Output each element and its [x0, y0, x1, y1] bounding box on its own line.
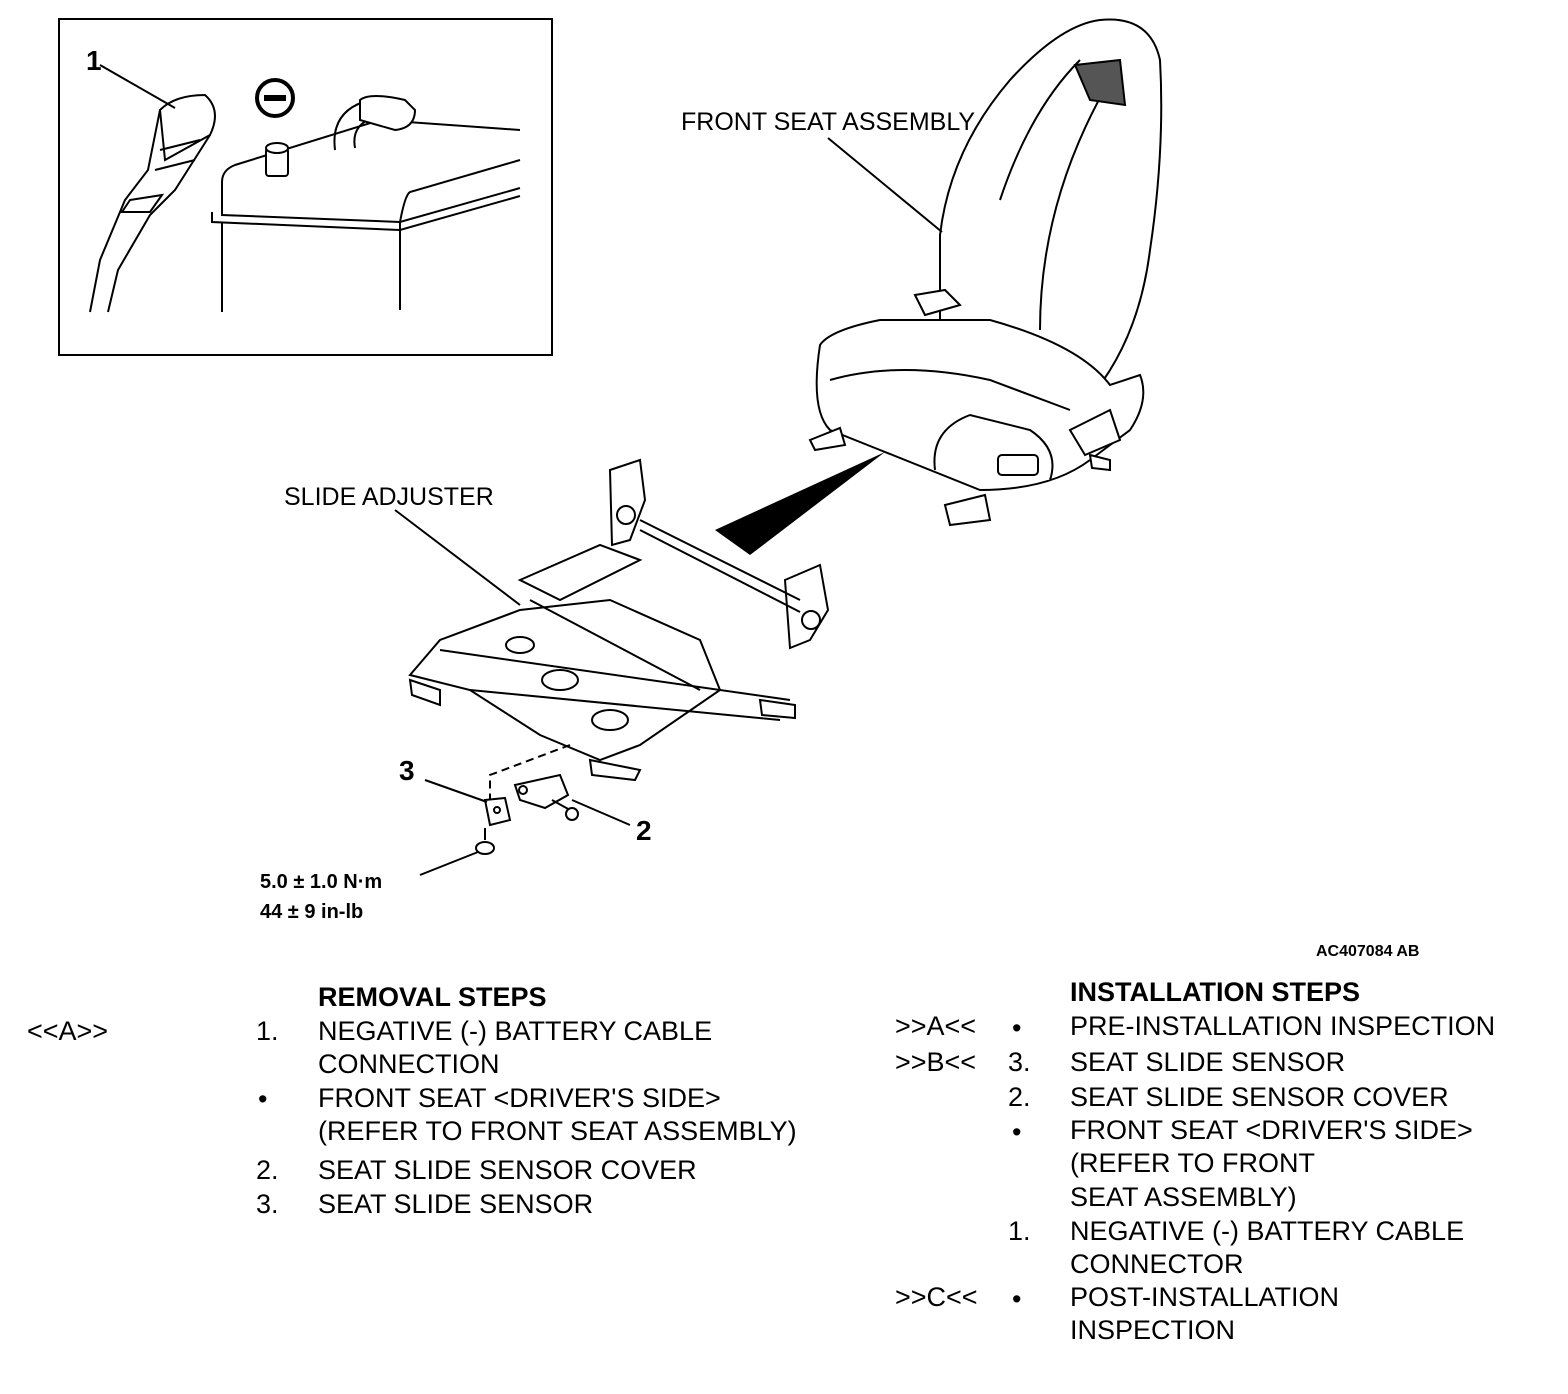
removal-step-marker: 1.	[256, 1016, 279, 1046]
installation-ref-b: >>B<<	[895, 1047, 977, 1077]
removal-step-text: (REFER TO FRONT SEAT ASSEMBLY)	[318, 1116, 797, 1146]
leader-torque	[419, 851, 479, 876]
installation-step-text: NEGATIVE (-) BATTERY CABLE	[1070, 1216, 1465, 1246]
figure-code: AC407084 AB	[1316, 943, 1419, 960]
callout-number-2: 2	[636, 815, 652, 846]
installation-step-text: SEAT SLIDE SENSOR COVER	[1070, 1082, 1449, 1112]
installation-step-marker: •	[1012, 1117, 1022, 1147]
installation-step-text: (REFER TO FRONT	[1070, 1148, 1316, 1178]
installation-step-marker: 3.	[1008, 1047, 1031, 1077]
negative-post	[265, 142, 289, 177]
leader-slide-adjuster	[394, 509, 521, 606]
installation-ref-c: >>C<<	[895, 1282, 978, 1312]
installation-step-text: PRE-INSTALLATION INSPECTION	[1070, 1011, 1496, 1041]
battery-inset: 1	[58, 18, 553, 356]
removal-step-marker: •	[258, 1084, 268, 1114]
installation-step-text: POST-INSTALLATION	[1070, 1282, 1340, 1312]
front-seat-assembly-label: FRONT SEAT ASSEMBLY	[681, 108, 975, 136]
removal-step-text: FRONT SEAT <DRIVER'S SIDE>	[318, 1083, 721, 1113]
cable-icon	[89, 93, 417, 313]
leader-3	[424, 779, 488, 803]
screw-icon	[551, 799, 579, 821]
callout-number-1: 1	[86, 45, 102, 76]
removal-ref-a: <<A>>	[27, 1016, 109, 1046]
installation-ref-a: >>A<<	[895, 1011, 977, 1041]
installation-step-marker: 1.	[1008, 1216, 1031, 1246]
removal-step-text: SEAT SLIDE SENSOR	[318, 1189, 594, 1219]
removal-step-text: NEGATIVE (-) BATTERY CABLE	[318, 1016, 713, 1046]
leader-front-seat	[827, 137, 943, 233]
torque-spec-imperial: 44 ± 9 in-lb	[260, 901, 363, 923]
seat-slide-sensor-icon	[483, 796, 512, 827]
removal-step-text: SEAT SLIDE SENSOR COVER	[318, 1155, 697, 1185]
installation-step-text: SEAT SLIDE SENSOR	[1070, 1047, 1346, 1077]
callout-number-3: 3	[399, 755, 415, 786]
installation-step-marker: •	[1012, 1013, 1022, 1043]
assembly-arrow-icon	[715, 452, 885, 555]
removal-step-marker: 2.	[256, 1155, 279, 1185]
installation-heading: INSTALLATION STEPS	[1070, 977, 1360, 1007]
bolt-icon	[475, 828, 495, 855]
leader-2	[571, 799, 631, 826]
slide-adjuster-icon	[408, 458, 830, 782]
removal-step-text: CONNECTION	[318, 1049, 500, 1079]
seat-slide-sensor-diagram: 1 FRONT SEAT ASSEMBLY	[58, 18, 1419, 960]
installation-step-text: INSPECTION	[1070, 1315, 1236, 1345]
front-seat-icon	[808, 18, 1163, 527]
battery-icon	[211, 118, 521, 312]
negative-terminal-icon	[255, 78, 295, 118]
installation-step-text: SEAT ASSEMBLY)	[1070, 1182, 1297, 1212]
installation-step-marker: 2.	[1008, 1082, 1031, 1112]
installation-step-marker: •	[1012, 1284, 1022, 1314]
sensor-cover-icon	[513, 773, 570, 810]
removal-heading: REMOVAL STEPS	[318, 982, 547, 1012]
install-guide-line	[489, 744, 571, 800]
leader-line-1	[99, 64, 176, 109]
slide-adjuster-label: SLIDE ADJUSTER	[284, 483, 494, 511]
torque-spec-metric: 5.0 ± 1.0 N·m	[260, 871, 382, 893]
removal-step-marker: 3.	[256, 1189, 279, 1219]
installation-step-text: FRONT SEAT <DRIVER'S SIDE>	[1070, 1115, 1473, 1145]
installation-step-text: CONNECTOR	[1070, 1249, 1244, 1279]
